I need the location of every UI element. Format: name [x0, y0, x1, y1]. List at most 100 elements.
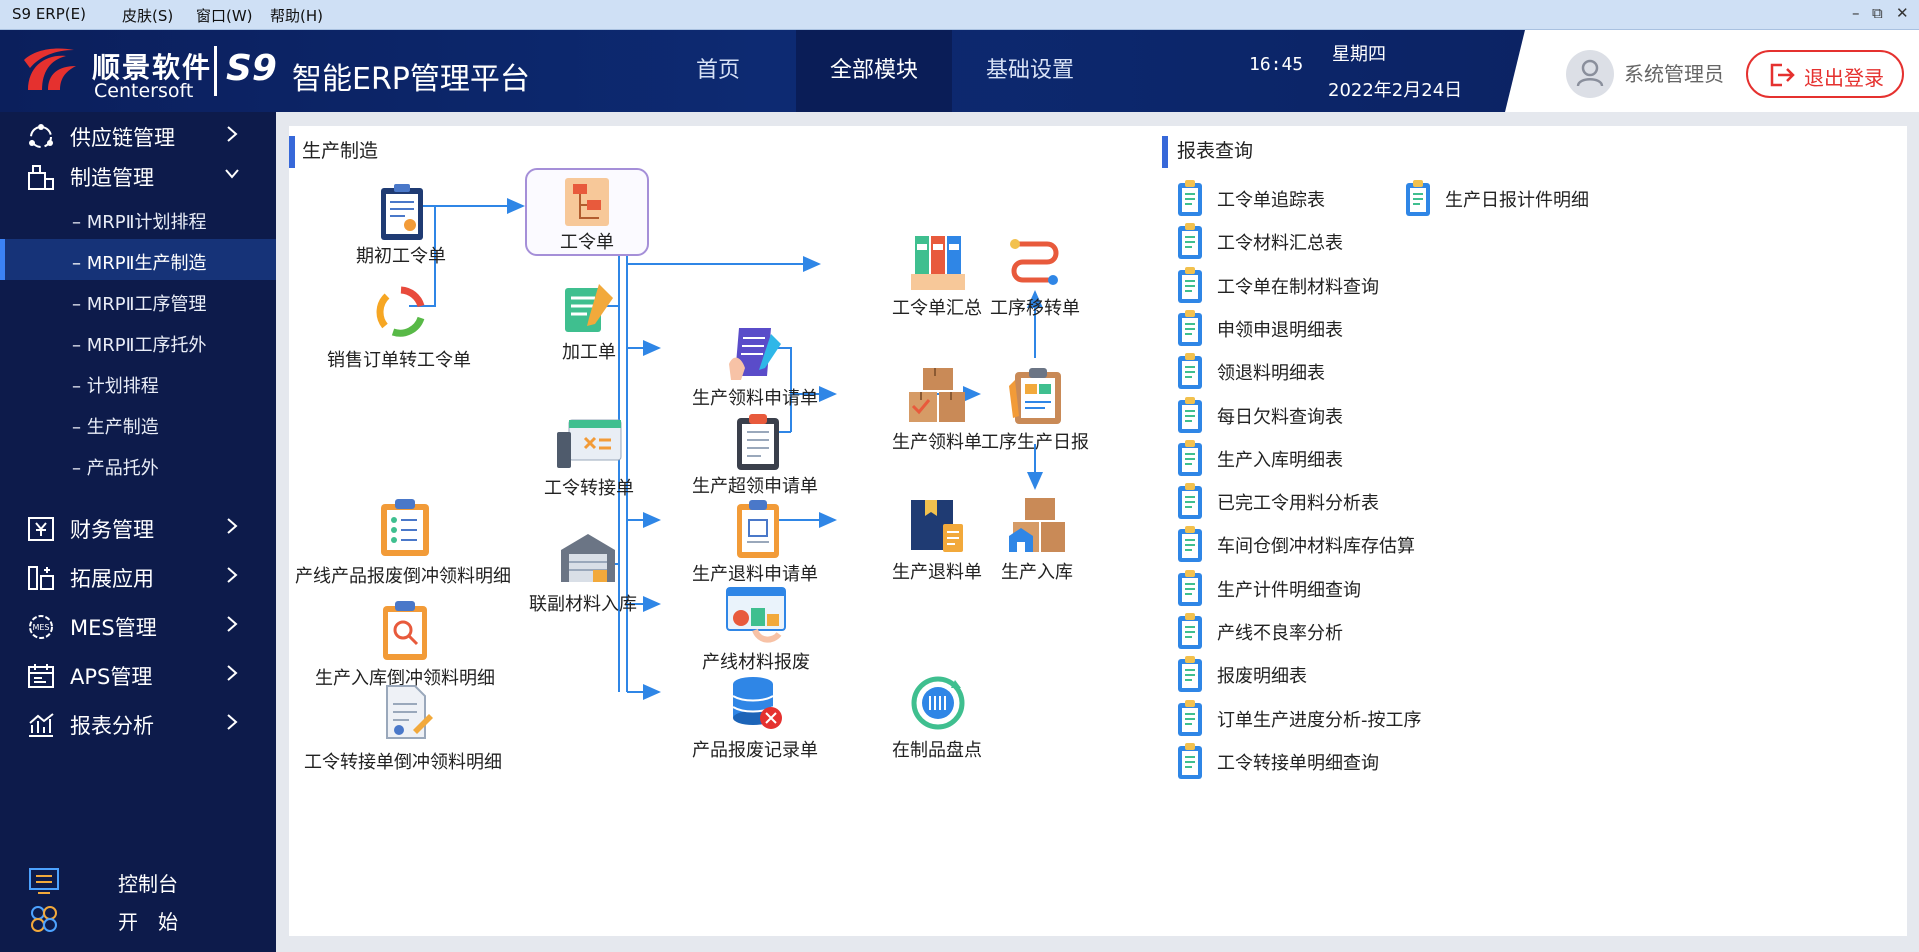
sidebar-item-label: 报表分析 [70, 714, 154, 738]
sidebar-subitem-mrp-process[interactable]: – MRPⅡ工序管理 [0, 280, 276, 321]
node-work-order-summary[interactable]: 工令单汇总 [892, 234, 982, 322]
nav-home[interactable]: 首页 [695, 58, 740, 83]
node-material-return[interactable]: 生产退料单 [892, 496, 982, 588]
report-clipboard-icon [1178, 526, 1202, 563]
node-material-issue[interactable]: 生产领料单 [892, 366, 982, 458]
brand-name-en: Centersoft [94, 80, 194, 102]
report-clipboard-icon [1178, 180, 1202, 216]
node-wip-count[interactable]: 在制品盘点 [892, 674, 982, 766]
close-button[interactable]: ✕ [1896, 4, 1909, 22]
sidebar-subitem-production[interactable]: – 生产制造 [0, 403, 276, 444]
report-label: 工令单在制材料查询 [1217, 276, 1379, 298]
node-byproduct-receipt[interactable]: 联副材料入库 [529, 530, 637, 620]
sidebar-item-supply-chain[interactable]: 供应链管理 [0, 112, 276, 160]
chevron-right-icon [227, 714, 238, 730]
node-label: 销售订单转工令单 [327, 350, 471, 371]
sidebar-start[interactable]: 开 始 [0, 900, 276, 938]
sidebar-subitem-mrp-planning[interactable]: – MRPⅡ计划排程 [0, 198, 276, 239]
user-icon [1576, 59, 1604, 87]
node-over-request[interactable]: 生产超领申请单 [692, 412, 818, 502]
nav-basic-settings[interactable]: 基础设置 [985, 58, 1074, 83]
logout-icon [1770, 63, 1795, 87]
report-clipboard-icon [1178, 569, 1202, 606]
sidebar-item-aps[interactable]: APS管理 [0, 651, 276, 699]
node-label: 产线产品报废倒冲领料明细 [295, 566, 511, 587]
sidebar-subitem-planning[interactable]: – 计划排程 [0, 362, 276, 403]
node-production-receipt[interactable]: 生产入库 [999, 496, 1075, 588]
sidebar-subitem-label: – MRPⅡ工序托外 [72, 335, 207, 356]
checklist-clipboard-icon [381, 499, 429, 556]
avatar[interactable] [1566, 50, 1614, 98]
node-label: 产线材料报废 [702, 652, 810, 673]
sidebar-subitem-label: – 生产制造 [72, 417, 159, 438]
sidebar-console[interactable]: 控制台 [0, 862, 276, 900]
sidebar-subitem-mrp-outsourcing[interactable]: – MRPⅡ工序托外 [0, 321, 276, 362]
node-label: 加工单 [562, 342, 616, 363]
sidebar-item-label: MES管理 [70, 616, 157, 640]
return-box-icon [911, 500, 963, 552]
report-label: 车间仓倒冲材料库存估算 [1217, 536, 1415, 558]
minimize-button[interactable]: – [1852, 4, 1860, 22]
report-label: 生产计件明细查询 [1217, 579, 1361, 601]
chevron-right-icon [227, 616, 238, 632]
console-icon [29, 868, 59, 894]
sidebar-item-label: 拓展应用 [70, 567, 154, 591]
sidebar-item-report-analysis[interactable]: 报表分析 [0, 700, 276, 748]
node-processing-order[interactable]: 加工单 [557, 278, 621, 366]
sidebar-item-extensions[interactable]: 拓展应用 [0, 553, 276, 601]
sidebar-subitem-label: – MRPⅡ计划排程 [72, 212, 207, 233]
menu-window[interactable]: 窗口(W) [196, 7, 253, 25]
transfer-board-icon [557, 419, 622, 468]
sidebar-item-finance[interactable]: 财务管理 [0, 504, 276, 552]
node-initial-work-order[interactable]: 期初工令单 [356, 182, 446, 267]
node-work-order[interactable]: 工令单 [525, 168, 649, 256]
platform-title: 智能ERP管理平台 [292, 62, 530, 97]
report-clipboard-icon [1178, 223, 1202, 260]
sidebar-item-label: 制造管理 [70, 166, 154, 190]
node-line-material-scrap[interactable]: 产线材料报废 [702, 586, 810, 676]
clock-date: 2022年2月24日 [1328, 80, 1463, 101]
clipboard-list-icon [737, 414, 779, 470]
node-label: 生产入库倒冲领料明细 [315, 668, 495, 689]
node-label: 生产领料申请单 [692, 388, 818, 409]
node-work-order-transfer[interactable]: 工令转接单 [544, 416, 634, 506]
reports-section-bar [1162, 136, 1168, 168]
sidebar-subitem-label: – MRPⅡ工序管理 [72, 294, 207, 315]
report-analysis-icon [29, 713, 54, 737]
menu-skin[interactable]: 皮肤(S) [122, 7, 174, 25]
sidebar-subitem-mrp-production[interactable]: – MRPⅡ生产制造 [0, 239, 276, 280]
sidebar-subitem-label: – 计划排程 [72, 376, 159, 397]
sidebar-subitem-label: – 产品托外 [72, 458, 159, 479]
restore-button[interactable]: ⧉ [1872, 4, 1883, 22]
menu-help[interactable]: 帮助(H) [270, 7, 323, 25]
logout-button[interactable]: 退出登录 [1746, 50, 1904, 98]
node-label: 在制品盘点 [892, 740, 982, 761]
node-label: 生产入库 [1001, 562, 1073, 583]
node-receipt-backflush[interactable]: 生产入库倒冲领料明细 [315, 598, 495, 692]
node-process-transfer[interactable]: 工序移转单 [990, 234, 1080, 322]
sidebar-item-mes[interactable]: MES MES管理 [0, 602, 276, 650]
product-mark: S9 [226, 48, 277, 89]
menu-s9erp[interactable]: S9 ERP(E) [12, 5, 86, 23]
node-scrap-record[interactable]: 产品报废记录单 [692, 674, 818, 766]
cycle-arrows-icon [376, 286, 425, 337]
inspection-clipboard-icon [383, 601, 427, 660]
finance-icon [28, 517, 54, 541]
node-material-request[interactable]: 生产领料申请单 [692, 324, 818, 414]
report-clipboard-icon [1178, 699, 1202, 736]
module-canvas: 生产制造 报表查询 期初工令单 销售订单转工令单 工令单 加工单 工令转接单 [289, 126, 1907, 936]
nav-all-modules[interactable]: 全部模块 [796, 30, 952, 112]
manufacturing-icon [28, 165, 54, 190]
report-label: 生产日报计件明细 [1445, 190, 1589, 211]
node-return-request[interactable]: 生产退料申请单 [692, 498, 818, 590]
database-delete-icon [732, 677, 782, 729]
node-line-scrap-backflush[interactable]: 产线产品报废倒冲领料明细 [295, 496, 511, 590]
node-daily-report[interactable]: 工序生产日报 [981, 366, 1089, 458]
node-sales-to-work-order[interactable]: 销售订单转工令单 [327, 284, 471, 374]
sidebar-subitem-product-outsourcing[interactable]: – 产品托外 [0, 444, 276, 485]
clock-time: 16:45 [1249, 54, 1304, 75]
chevron-right-icon [227, 126, 238, 142]
node-transfer-backflush[interactable]: 工令转接单倒冲领料明细 [304, 682, 502, 776]
extension-icon [28, 566, 54, 590]
sidebar-item-manufacturing[interactable]: 制造管理 [0, 152, 276, 200]
